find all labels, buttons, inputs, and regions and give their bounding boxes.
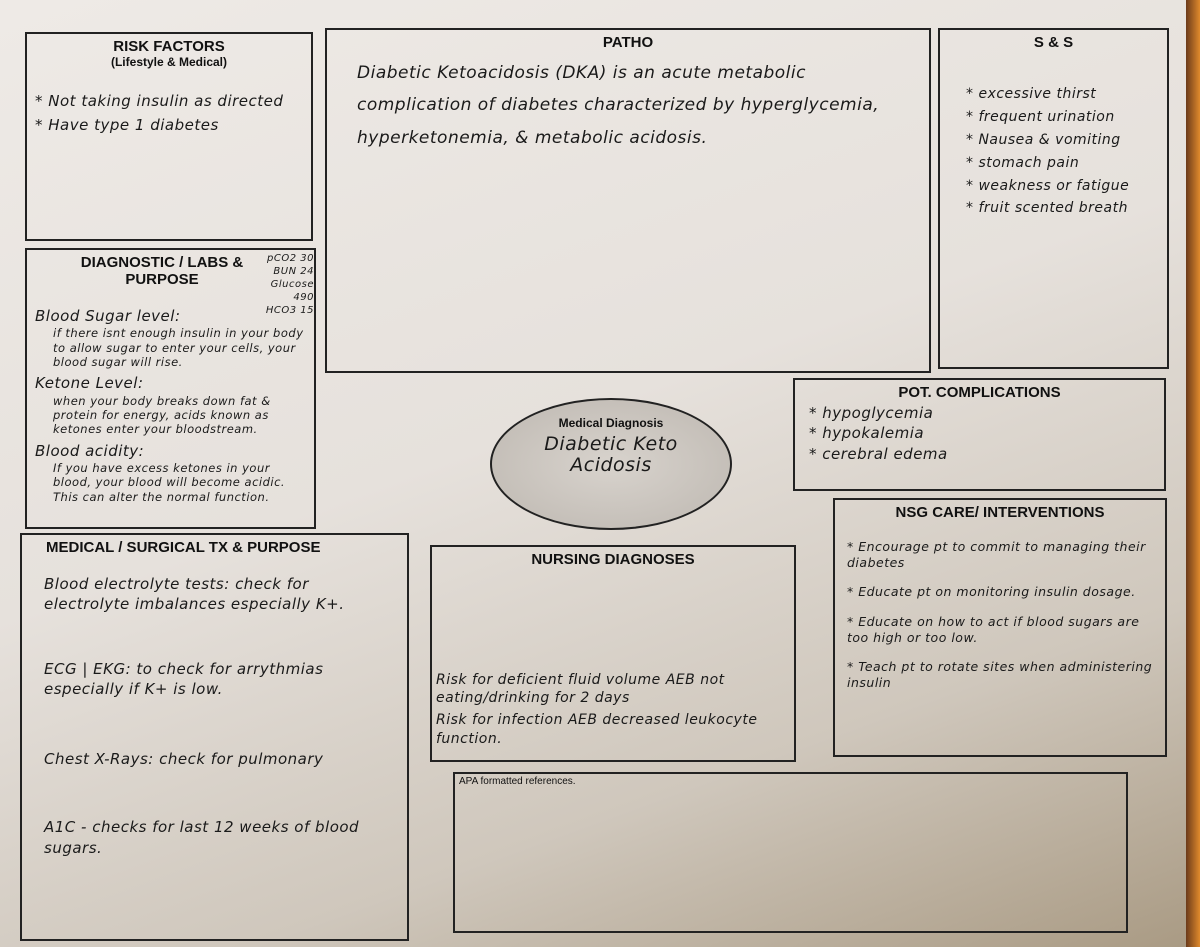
risk-factors-box: RISK FACTORS (Lifestyle & Medical) * Not… [25, 32, 313, 241]
complication-item: * hypoglycemia [809, 404, 934, 422]
diagnostic-label: Blood Sugar level: [35, 307, 181, 325]
signs-symptoms-title: S & S [1033, 34, 1074, 51]
nursing-diagnosis-item: Risk for infection AEB decreased leukocy… [436, 712, 758, 747]
nursing-diagnosis-item: Risk for deficient fluid volume AEB not … [436, 672, 725, 707]
treatment-item: Chest X-Rays: check for pulmonary [44, 750, 324, 768]
complications-title: POT. COMPLICATIONS [898, 384, 1061, 401]
patho-text: Diabetic Ketoacidosis (DKA) is an acute … [357, 63, 880, 148]
signs-symptoms-box: S & S * excessive thirst * frequent urin… [938, 28, 1169, 369]
diagnostics-box: DIAGNOSTIC / LABS & PURPOSE pCO2 30 BUN … [25, 248, 316, 529]
diagnostic-item: Ketone Level: when your body breaks down… [35, 373, 308, 436]
risk-factors-title: RISK FACTORS [113, 38, 225, 55]
symptom-item: * Nausea & vomiting [966, 131, 1121, 148]
diagnostic-text: when your body breaks down fat & protein… [53, 393, 271, 437]
intervention-item: * Educate on how to act if blood sugars … [847, 613, 1140, 645]
complication-item: * cerebral edema [809, 444, 948, 463]
risk-factors-subtitle: (Lifestyle & Medical) [110, 55, 228, 69]
treatment-item: ECG | EKG: to check for arrythmias espec… [44, 659, 324, 698]
symptom-item: * excessive thirst [966, 86, 1097, 102]
references-box: APA formatted references. [453, 772, 1128, 933]
treatment-item: Blood electrolyte tests: check for elect… [44, 575, 345, 614]
symptom-item: * stomach pain [966, 154, 1080, 171]
diagnostic-text: if there isnt enough insulin in your bod… [53, 326, 304, 369]
table-edge [1186, 0, 1200, 947]
medical-surgical-title: MEDICAL / SURGICAL TX & PURPOSE [46, 539, 321, 556]
medical-diagnosis-ellipse: Medical Diagnosis Diabetic Keto Acidosis [490, 398, 732, 530]
diagnostic-item: Blood Sugar level: if there isnt enough … [35, 306, 308, 369]
medical-surgical-box: MEDICAL / SURGICAL TX & PURPOSE Blood el… [20, 533, 409, 941]
symptom-item: * weakness or fatigue [966, 177, 1130, 194]
intervention-item: * Teach pt to rotate sites when administ… [847, 659, 1153, 690]
treatment-item: A1C - checks for last 12 weeks of blood … [44, 818, 360, 857]
lab-value: BUN 24 [273, 266, 314, 277]
lab-value: pCO2 30 [267, 253, 314, 264]
medical-diagnosis-title: Medical Diagnosis [558, 416, 664, 430]
complications-box: POT. COMPLICATIONS * hypoglycemia * hypo… [793, 378, 1166, 491]
diagnostic-text: If you have excess ketones in your blood… [53, 461, 286, 504]
complication-item: * hypokalemia [809, 424, 925, 443]
nsg-care-box: NSG CARE/ INTERVENTIONS * Encourage pt t… [833, 498, 1167, 757]
diagnostic-item: Blood acidity: If you have excess ketone… [35, 441, 308, 504]
risk-factor-item: * Not taking insulin as directed [35, 92, 284, 110]
nursing-diagnoses-title: NURSING DIAGNOSES [531, 551, 695, 568]
patho-box: PATHO Diabetic Ketoacidosis (DKA) is an … [325, 28, 931, 373]
lab-value: HCO3 15 [265, 305, 314, 316]
intervention-item: * Encourage pt to commit to managing the… [847, 539, 1146, 570]
nursing-diagnoses-box: NURSING DIAGNOSES Risk for deficient flu… [430, 545, 796, 762]
diagnostics-title: DIAGNOSTIC / LABS & PURPOSE [80, 254, 244, 288]
symptom-item: * fruit scented breath [966, 200, 1128, 217]
references-title: APA formatted references. [459, 776, 576, 787]
intervention-item: * Educate pt on monitoring insulin dosag… [847, 584, 1136, 600]
diagnostic-label: Ketone Level: [35, 374, 144, 393]
medical-diagnosis-value: Diabetic Keto Acidosis [544, 433, 678, 476]
symptom-item: * frequent urination [966, 108, 1115, 125]
nsg-care-title: NSG CARE/ INTERVENTIONS [895, 504, 1105, 521]
lab-value: Glucose 490 [270, 279, 314, 303]
patho-title: PATHO [602, 34, 654, 51]
diagnostic-label: Blood acidity: [35, 441, 145, 460]
risk-factor-item: * Have type 1 diabetes [35, 116, 219, 135]
